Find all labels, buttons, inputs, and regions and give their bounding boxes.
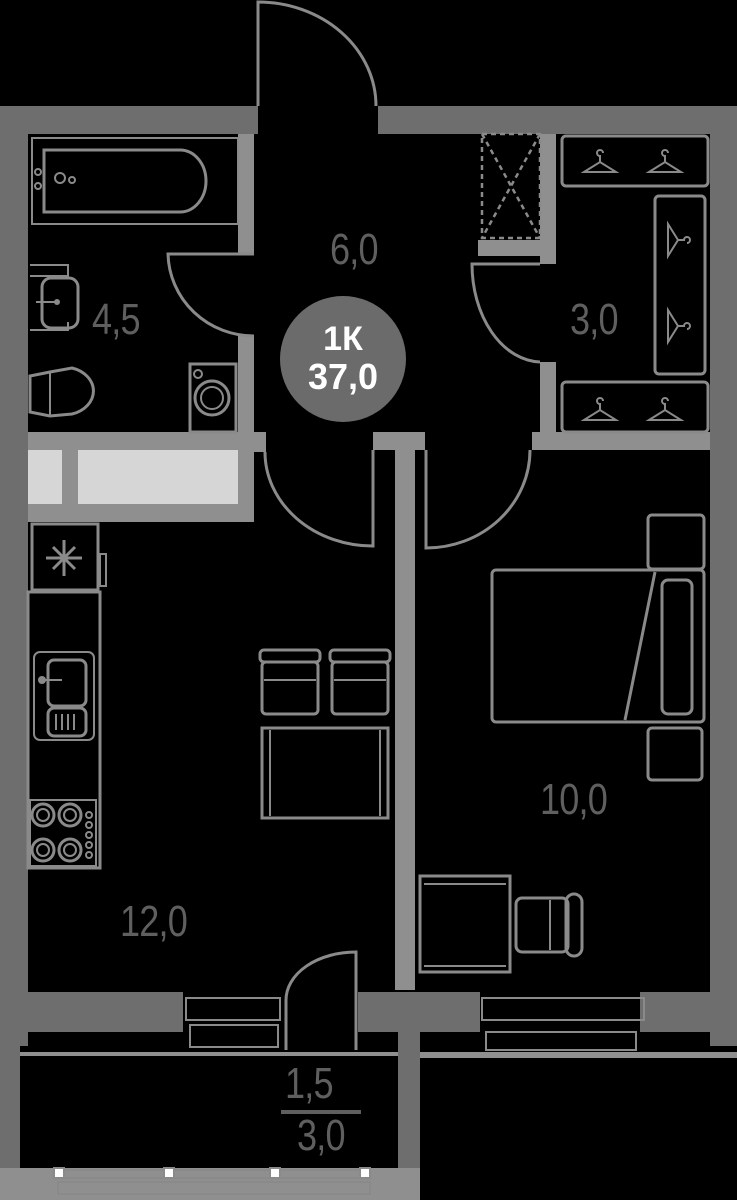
bathroom-door bbox=[166, 252, 255, 338]
room-area-bathroom: 4,5 bbox=[92, 295, 141, 344]
kitchen-sink-icon bbox=[33, 651, 95, 741]
bed-icon bbox=[490, 568, 706, 724]
hanger-icon bbox=[645, 397, 685, 421]
nightstand-icon bbox=[646, 513, 706, 571]
entrance-door bbox=[256, 0, 378, 107]
hanger-icon bbox=[645, 149, 685, 173]
chair-icon bbox=[258, 648, 322, 716]
chair-icon bbox=[328, 648, 392, 716]
toilet-icon bbox=[28, 366, 95, 418]
balcony-door bbox=[284, 950, 358, 1050]
room-area-balcony: 1,5 bbox=[285, 1059, 334, 1108]
shaft-cross bbox=[480, 132, 542, 240]
shelf-bottom bbox=[560, 380, 710, 434]
kitchen-door bbox=[263, 450, 375, 548]
total-area: 37,0 bbox=[307, 356, 379, 397]
bedroom-door bbox=[424, 449, 532, 550]
hanger-icon bbox=[667, 306, 691, 346]
hanger-icon bbox=[580, 149, 620, 173]
hanger-icon bbox=[580, 397, 620, 421]
dining-table-icon bbox=[260, 726, 390, 820]
bathtub-icon bbox=[31, 137, 239, 225]
cooktop-icon bbox=[29, 799, 97, 867]
nightstand-icon bbox=[646, 726, 704, 782]
shelf-top bbox=[560, 134, 710, 188]
wardrobe-door bbox=[470, 262, 541, 364]
kitchen-counter bbox=[26, 590, 102, 870]
room-area-hallway: 6,0 bbox=[330, 225, 379, 274]
room-area-bedroom: 10,0 bbox=[540, 775, 608, 824]
kitchen-window bbox=[185, 997, 281, 1048]
fraction-line bbox=[281, 1110, 361, 1114]
room-area-balcony-full: 3,0 bbox=[297, 1111, 346, 1160]
apartment-type: 1К bbox=[323, 320, 363, 358]
fridge-icon bbox=[30, 522, 107, 592]
room-area-wardrobe: 3,0 bbox=[570, 295, 619, 344]
desk-icon bbox=[418, 874, 512, 974]
balcony-window bbox=[53, 1167, 371, 1195]
apartment-summary-badge: 1К 37,0 bbox=[280, 296, 406, 422]
room-area-kitchen-living: 12,0 bbox=[120, 897, 188, 946]
hanger-icon bbox=[667, 220, 691, 260]
shelf-right bbox=[653, 194, 707, 376]
sink-icon bbox=[30, 264, 80, 331]
bedroom-window bbox=[481, 997, 645, 1051]
washing-machine-icon bbox=[188, 362, 238, 434]
armchair-icon bbox=[514, 892, 584, 958]
